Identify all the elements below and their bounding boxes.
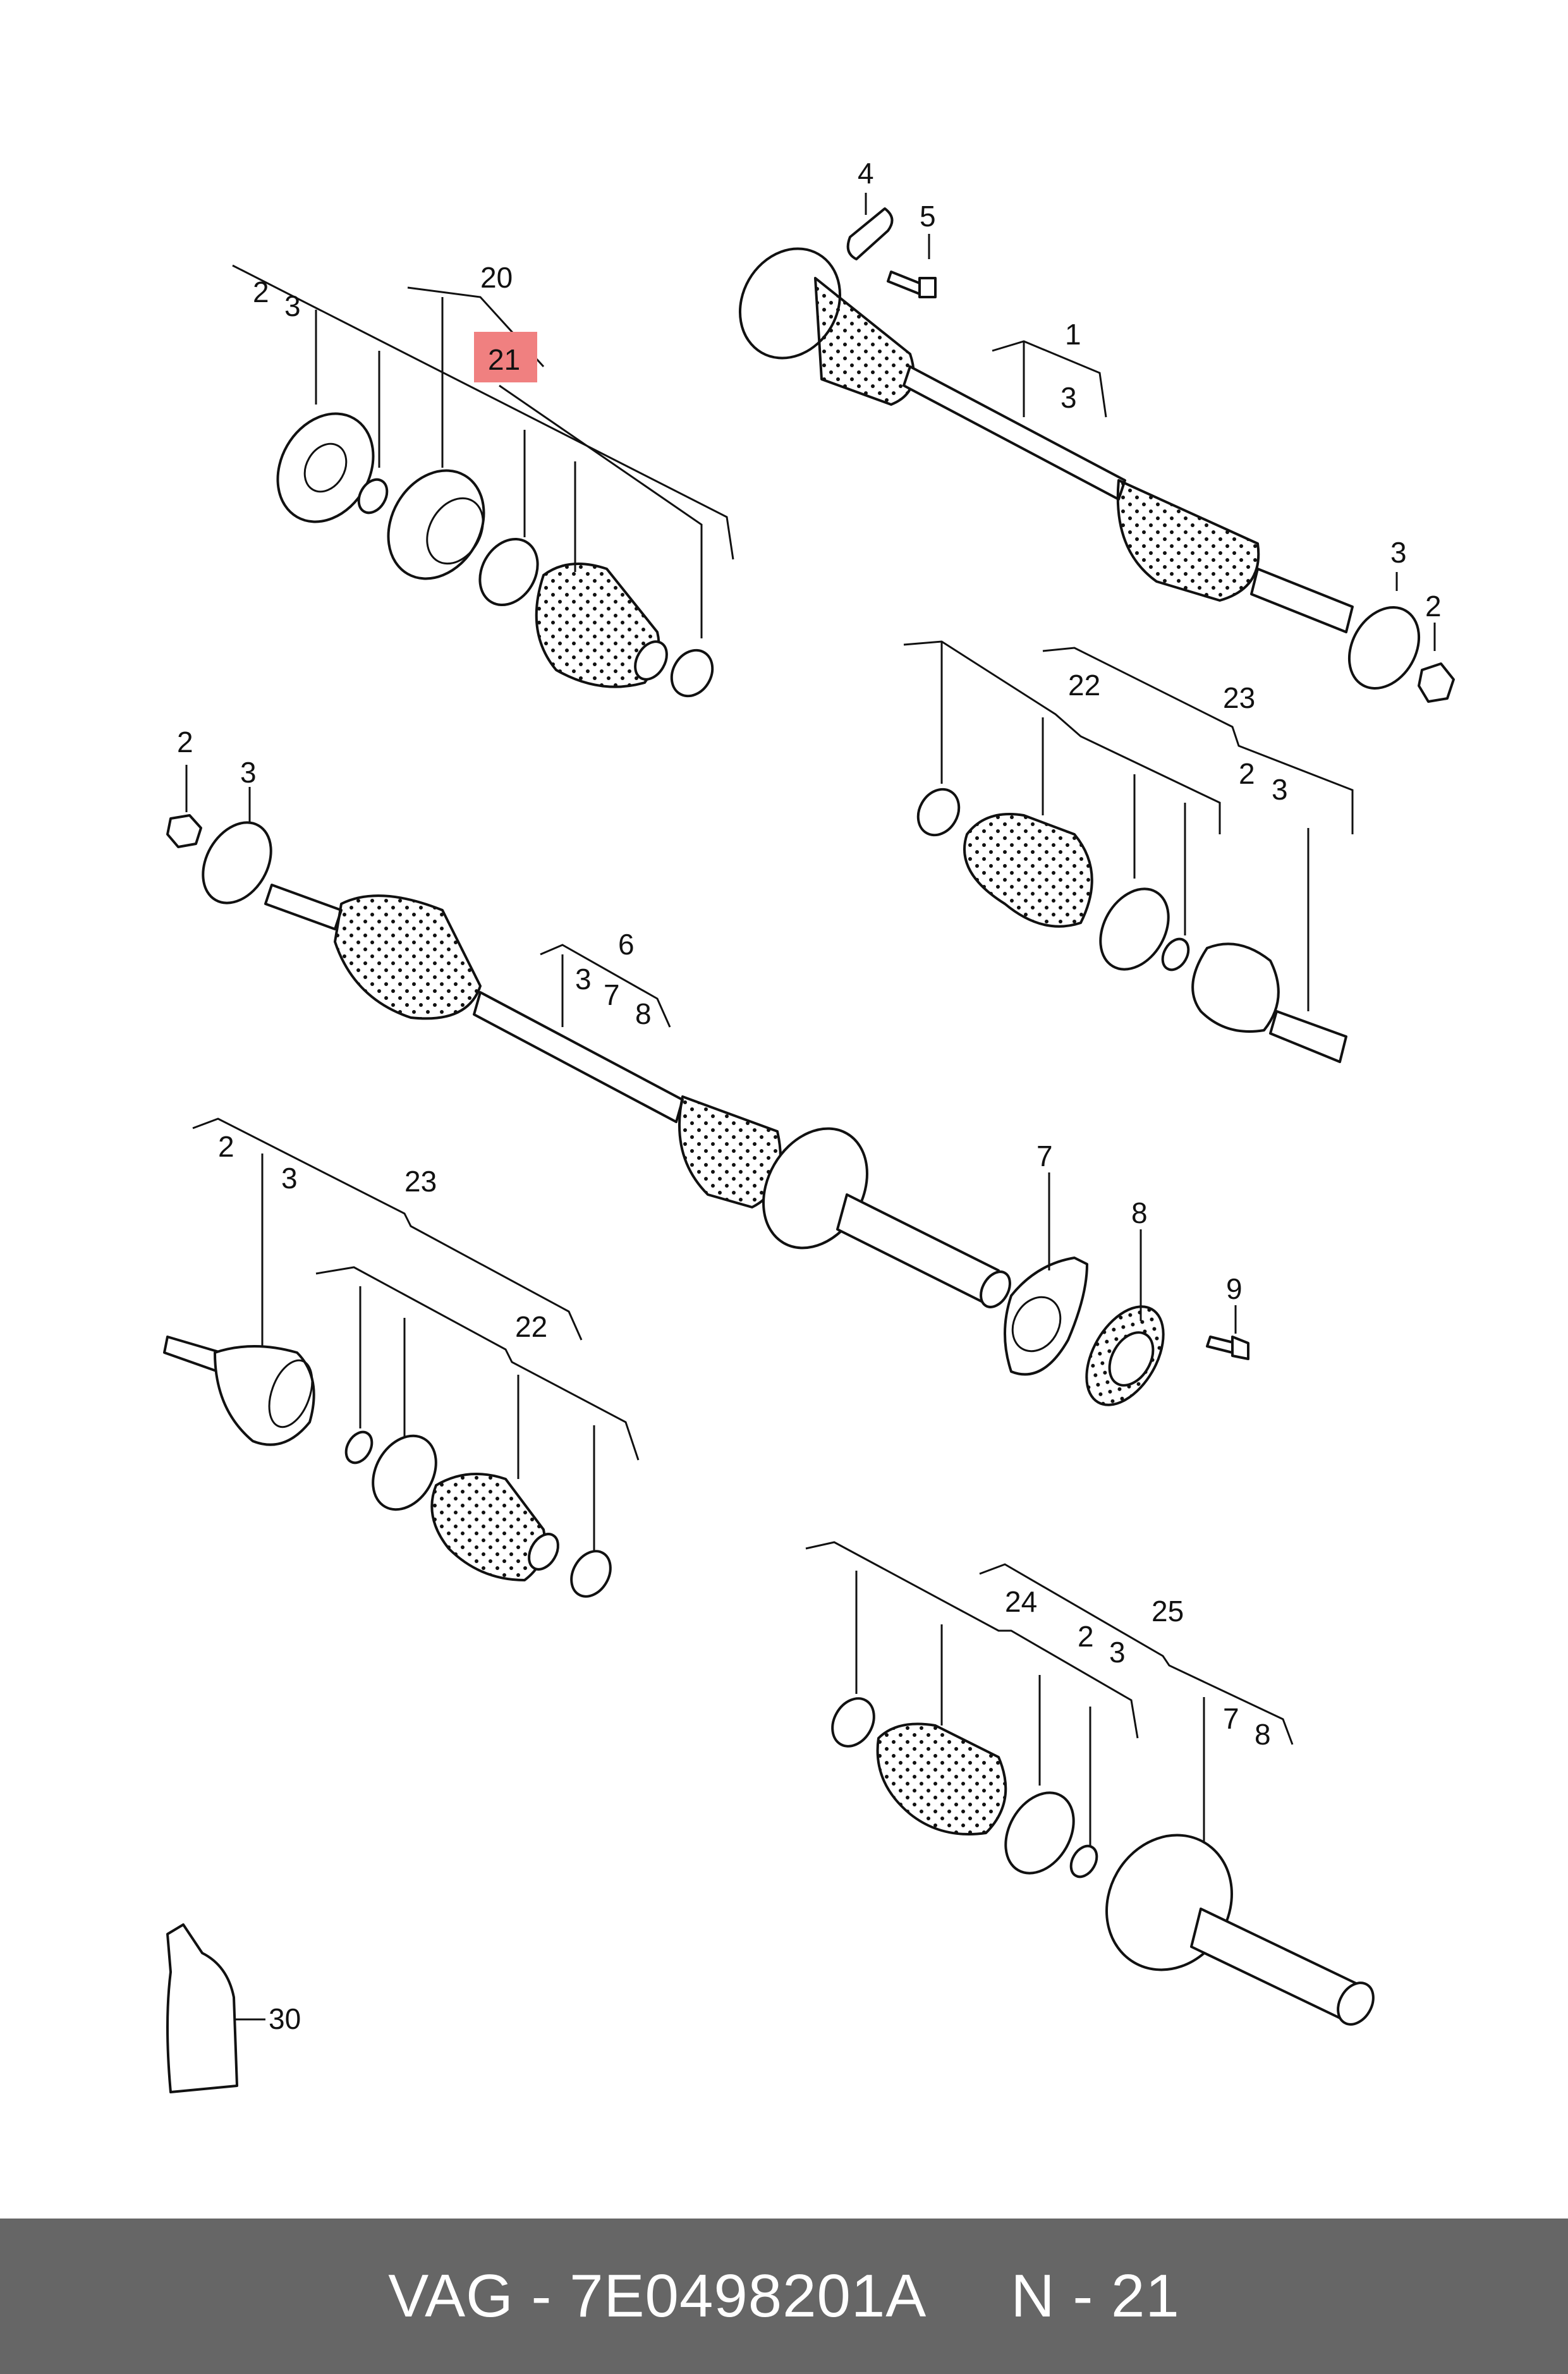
callout-3-cs2: 3 — [575, 963, 592, 995]
group-grease-tube: 30 — [166, 1923, 301, 2093]
callout-7-rl: 7 — [1223, 1702, 1239, 1735]
group-top-right-shaft: 4 5 1 3 3 2 — [738, 157, 1455, 703]
group-right-lower: 24 2 3 25 7 8 — [805, 1541, 1375, 2026]
callout-24: 24 — [1005, 1585, 1037, 1618]
callout-22-rm: 22 — [1068, 669, 1100, 702]
callout-2-rm: 2 — [1239, 757, 1255, 790]
callout-2-tl: 2 — [253, 276, 269, 308]
highlight-callout-21 — [474, 332, 537, 382]
callout-25: 25 — [1152, 1595, 1184, 1628]
callout-4: 4 — [858, 157, 874, 190]
callout-23-rm: 23 — [1223, 681, 1255, 714]
callout-20: 20 — [480, 261, 513, 294]
callout-5: 5 — [920, 200, 936, 233]
callout-7: 7 — [1036, 1140, 1053, 1172]
callout-6: 6 — [618, 928, 635, 961]
callout-3-tr2: 3 — [1390, 536, 1407, 569]
callout-23-ll: 23 — [404, 1165, 437, 1198]
callout-2-cs: 2 — [177, 726, 193, 758]
callout-7-cs: 7 — [604, 978, 620, 1011]
callout-8-rl: 8 — [1255, 1718, 1271, 1751]
footer-bar: VAG - 7E0498201A N - 21 — [0, 2219, 1568, 2374]
callout-3-cs: 3 — [240, 756, 257, 789]
callout-21: 21 — [488, 343, 520, 376]
callout-8: 8 — [1131, 1196, 1148, 1229]
callout-2-tr: 2 — [1425, 590, 1442, 623]
callout-3-tl: 3 — [284, 289, 301, 322]
callout-8-cs: 8 — [635, 997, 652, 1030]
callout-1: 1 — [1065, 318, 1081, 351]
group-left-lower: 2 3 23 22 — [163, 1117, 640, 1598]
group-center-shaft: 2 3 6 3 7 8 7 8 9 — [166, 726, 1249, 1406]
callout-2-ll: 2 — [218, 1130, 234, 1163]
callout-30: 30 — [269, 2002, 301, 2035]
callout-3-ll: 3 — [281, 1162, 298, 1195]
callout-22-ll: 22 — [515, 1310, 547, 1343]
callout-9: 9 — [1226, 1272, 1243, 1305]
callout-3-rm: 3 — [1272, 773, 1288, 806]
group-top-left: 2 3 20 21 — [232, 261, 734, 698]
group-right-middle: 22 23 2 3 — [903, 640, 1354, 1063]
callout-2-rl: 2 — [1078, 1620, 1094, 1653]
callout-3-tr: 3 — [1061, 381, 1077, 414]
footer-part-reference: VAG - 7E0498201A N - 21 — [388, 2262, 1180, 2330]
callout-3-rl: 3 — [1109, 1636, 1126, 1669]
exploded-parts-diagram: 2 3 20 21 4 5 1 3 3 2 — [163, 157, 1455, 2093]
